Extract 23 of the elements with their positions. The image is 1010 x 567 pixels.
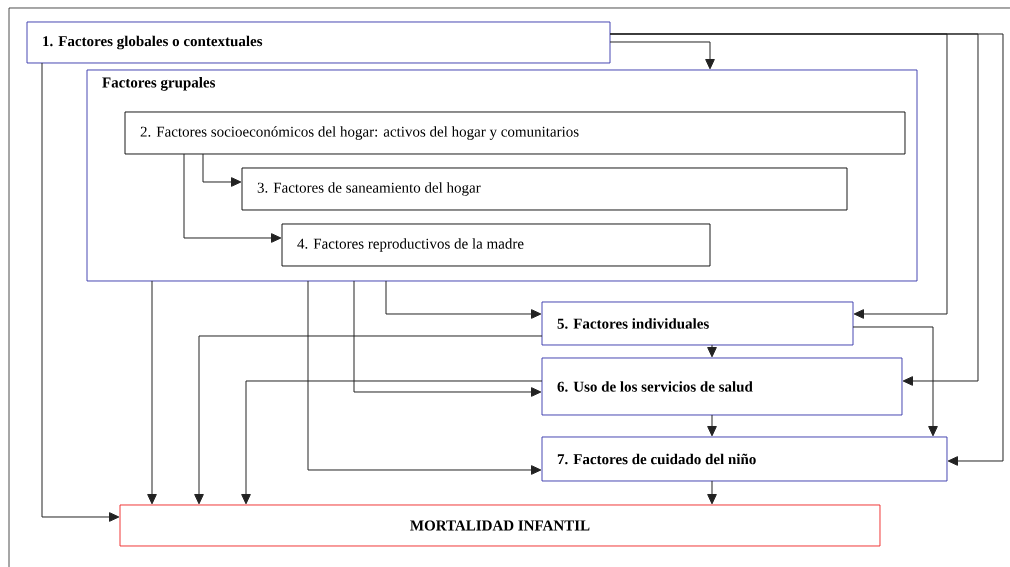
arrow bbox=[307, 280, 542, 475]
factor-box: 6. Uso de los servicios de salud bbox=[541, 357, 903, 416]
arrow bbox=[183, 153, 282, 243]
arrow bbox=[707, 480, 717, 505]
arrow bbox=[852, 326, 938, 437]
arrow bbox=[147, 280, 157, 505]
factor-box: 4. Factores reproductivos de la madre bbox=[281, 223, 711, 267]
arrow bbox=[202, 153, 242, 187]
factor-box: 7. Factores de cuidado del niño bbox=[541, 436, 948, 482]
factor-box: 2. Factores socioeconómicos del hogar: activos del hogar y comunitarios bbox=[124, 111, 906, 155]
factor-box: 3. Factores de saneamiento del hogar bbox=[241, 167, 848, 211]
factor-box: 5. Factores individuales bbox=[541, 301, 854, 346]
arrow bbox=[353, 280, 542, 397]
arrow bbox=[707, 414, 717, 437]
arrow bbox=[194, 335, 543, 505]
outcome-box: MORTALIDAD INFANTIL bbox=[119, 504, 881, 547]
arrow bbox=[609, 41, 715, 70]
arrow bbox=[385, 280, 542, 319]
arrow bbox=[241, 380, 543, 505]
arrow bbox=[41, 62, 120, 522]
arrow bbox=[707, 344, 717, 358]
factor-box: 1. Factores globales o contextuales bbox=[26, 21, 611, 64]
arrow bbox=[609, 33, 1004, 466]
